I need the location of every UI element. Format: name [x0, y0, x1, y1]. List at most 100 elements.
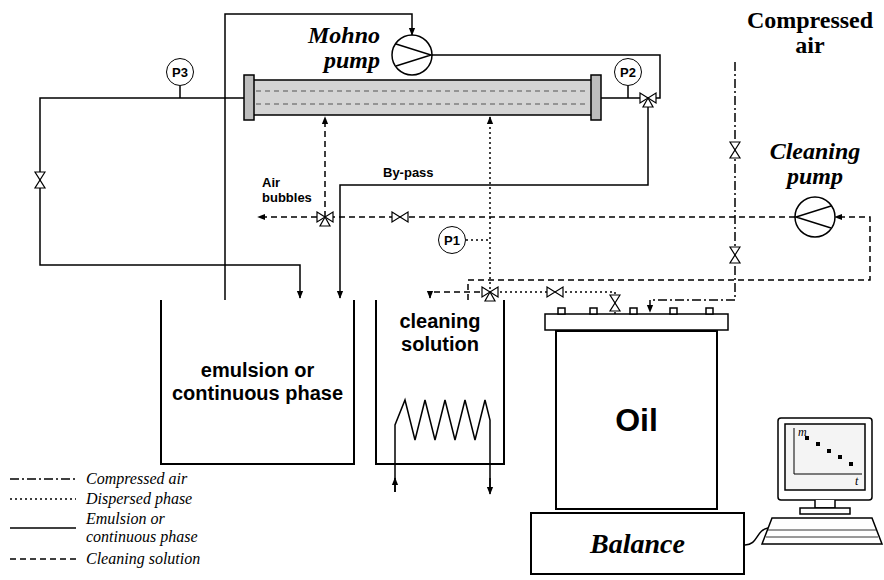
computer-part	[745, 528, 768, 545]
node-text: cleaning solution	[383, 310, 497, 356]
node-text: P2	[620, 65, 636, 80]
pump-symbols-part	[396, 44, 431, 66]
membrane-module-part	[256, 91, 589, 92]
computer-part-part	[838, 455, 842, 459]
computer-part-part	[849, 462, 853, 466]
pressure-gauge: P1	[438, 226, 466, 254]
computer-part-part	[816, 442, 820, 446]
legend-text: Emulsion or continuous phase	[86, 510, 221, 545]
computer-part	[762, 518, 882, 544]
vessel-lid-part	[670, 308, 677, 314]
valves	[35, 93, 740, 311]
pump-symbols-part	[795, 197, 835, 237]
pipe-connector	[225, 14, 412, 300]
legend-text: Dispersed phase	[86, 490, 221, 508]
computer-part	[766, 530, 878, 537]
heating-coil-part	[394, 478, 396, 492]
cleaning-tank: cleaning solution	[375, 300, 505, 465]
legend-text: Compressed air	[86, 470, 221, 488]
legend-sample	[8, 473, 78, 485]
valves-part	[482, 287, 498, 301]
flow-label: Air bubbles	[262, 176, 318, 206]
valves-part	[392, 212, 408, 222]
legend-text: Cleaning solution	[86, 550, 221, 568]
computer	[745, 418, 882, 545]
cleaning-pipes	[258, 117, 795, 298]
node-text: Oil	[615, 402, 658, 439]
computer-part	[785, 424, 865, 490]
cleaning-pipes-part	[258, 216, 317, 218]
flow-label: By-pass	[383, 166, 453, 181]
emulsion-pipes-part	[432, 55, 660, 98]
computer-part	[805, 436, 853, 466]
pipe-connector	[468, 217, 870, 300]
legend-line	[10, 498, 76, 500]
vessel-lid-part	[558, 308, 565, 314]
legend-line	[10, 558, 76, 560]
emulsion-pipes-part	[340, 98, 648, 298]
pressure-gauge: P3	[166, 58, 194, 86]
computer-part	[815, 500, 835, 508]
vessel-lid-part	[590, 308, 597, 314]
compressed-air-pipes	[650, 62, 735, 312]
membrane-module-part	[256, 104, 589, 105]
compressed-air-pipes-part	[650, 62, 735, 312]
valves-part	[640, 93, 656, 107]
node-text: P1	[444, 233, 460, 248]
valves-part	[730, 247, 740, 263]
heating-coil-part	[489, 478, 491, 494]
valves-part	[610, 295, 620, 311]
membrane-module-part	[591, 75, 601, 120]
legend-sample	[8, 493, 78, 505]
supply-label: Compressed air	[740, 8, 880, 58]
membrane-module-part	[244, 75, 254, 120]
pressure-gauge: P2	[614, 58, 642, 86]
node-text: P3	[172, 65, 188, 80]
node-text: emulsion or continuous phase	[168, 359, 347, 405]
valves-part	[547, 287, 563, 297]
heating-coil	[395, 400, 490, 494]
heating-coil-part	[395, 400, 490, 492]
legend-line	[10, 527, 76, 529]
dispersed-phase-pipes-part	[466, 239, 490, 241]
pump-symbols-part	[796, 206, 831, 228]
legend-entry: Compressed air	[8, 470, 221, 488]
cleaning-pipes-part	[324, 117, 326, 217]
dispersed-phase-pipes-part	[490, 117, 615, 314]
axis-label: m	[798, 426, 812, 438]
vessel-lid	[545, 308, 728, 330]
cleaning-pipes-part	[430, 292, 490, 298]
computer-part	[800, 508, 850, 514]
axis-label: t	[855, 475, 865, 487]
computer-part	[778, 418, 872, 500]
pump-node: Cleaning pump	[795, 197, 835, 237]
valves-part	[730, 142, 740, 158]
balance-box: Balance	[530, 512, 745, 575]
legend-entry: Cleaning solution	[8, 550, 221, 568]
valves-part	[317, 212, 333, 226]
pump-symbols	[392, 35, 835, 237]
emulsion-tank: emulsion or continuous phase	[160, 300, 355, 465]
oil-vessel: Oil	[555, 330, 718, 510]
emulsion-pipes-part	[627, 86, 629, 98]
emulsion-pipes-part	[179, 86, 181, 98]
legend-entry: Dispersed phase	[8, 490, 221, 508]
valves-part	[35, 172, 45, 188]
computer-part-part	[827, 449, 831, 453]
legend-entry: Emulsion or continuous phase	[8, 510, 221, 545]
dispersed-phase-pipes	[466, 117, 615, 314]
legend-line	[10, 478, 76, 480]
legend-sample	[8, 553, 78, 565]
legend-sample	[8, 522, 78, 534]
node-text: Balance	[590, 528, 685, 560]
vessel-lid-part	[706, 308, 713, 314]
vessel-lid-part	[630, 308, 637, 314]
emulsion-pipes-part	[40, 98, 300, 298]
membrane-module	[244, 75, 601, 120]
pump-node: Mohno pump	[392, 35, 432, 75]
membrane-module-part	[250, 80, 595, 115]
node-text: Cleaning pump	[760, 139, 870, 189]
node-text: Mohno pump	[270, 23, 380, 73]
emulsion-pipes	[40, 55, 660, 298]
